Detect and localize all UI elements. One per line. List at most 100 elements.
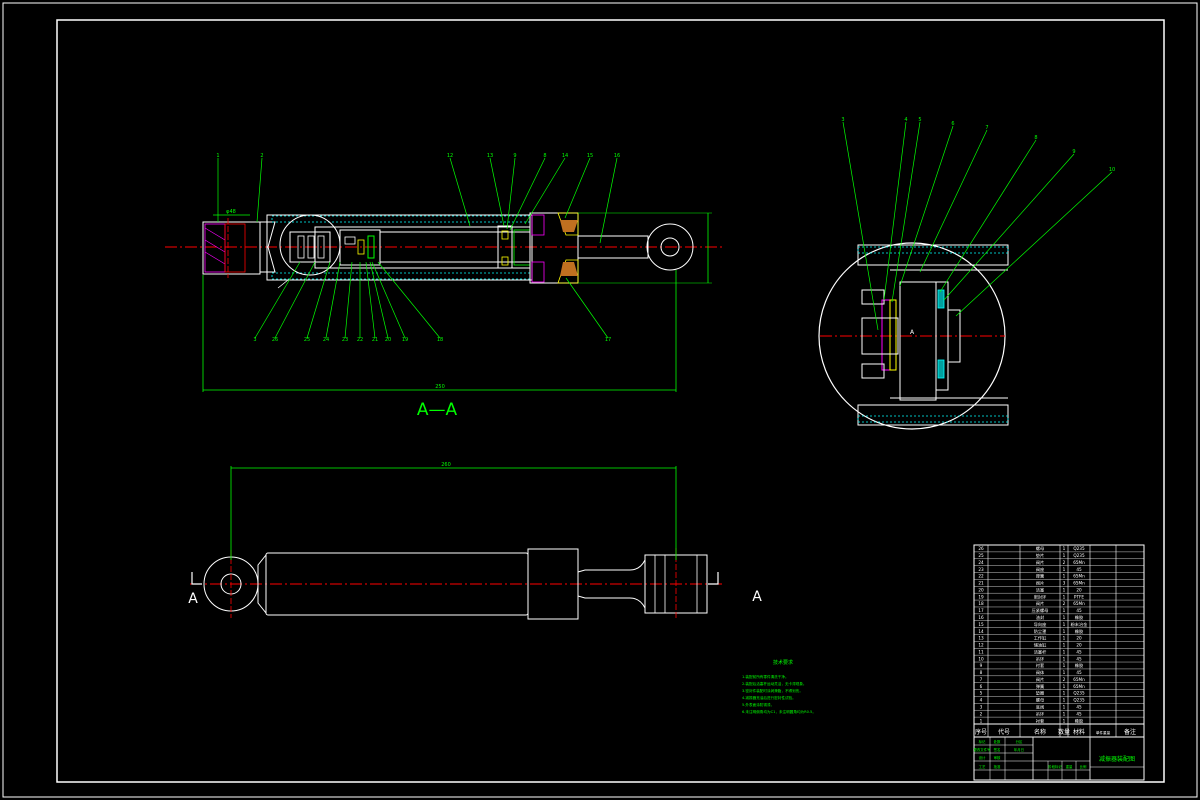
title-cell: 审核: [994, 755, 1001, 760]
bom-cell: 垫圈: [1036, 690, 1044, 697]
detail-wall-bottom: [857, 404, 1009, 426]
bom-cell: 6: [980, 684, 983, 689]
title-cell: 更改文件号: [974, 747, 992, 752]
bom-cell: 活塞杆: [1034, 648, 1047, 655]
bom-cell: 2: [1063, 560, 1066, 565]
bom-cell: 1: [1063, 622, 1066, 627]
balloon: 7: [985, 125, 988, 131]
notes-title: 技术要求: [773, 659, 793, 666]
hatch-line: [204, 251, 226, 265]
outer-cylinder-wall-top: [271, 215, 531, 223]
outer-view: 260 A A: [188, 462, 762, 620]
bom-cell: 1: [1063, 567, 1066, 572]
bom-cell: 螺母: [1036, 545, 1044, 552]
bom-header-cell: 数量: [1058, 728, 1070, 736]
note-line: 6.未注明倒角均为C1，未注明圆角均为R0.5。: [742, 709, 816, 714]
technical-notes: 技术要求 1.装配前所有零件清洗干净。 2.装配后活塞杆运动灵活，无卡滞现象。 …: [742, 659, 816, 714]
bom-cell: 阀体: [1036, 669, 1045, 676]
note-line: 2.装配后活塞杆运动灵活，无卡滞现象。: [742, 681, 807, 686]
valve-part: [317, 235, 325, 259]
hatch-line: [204, 227, 226, 241]
outer-cylinder-wall-bottom: [271, 272, 531, 280]
balloon: 24: [323, 337, 329, 343]
title-frame: [973, 736, 1145, 781]
bom-cell: 65Mn: [1073, 574, 1085, 579]
balloon: 26: [272, 337, 278, 343]
bom-cell: 20: [1076, 636, 1082, 641]
bom-cell: 65Mn: [1073, 677, 1085, 682]
title-block: 减振器装配图 标记处数分区更改文件号签名年月日设计审核工艺批准阶段标记重量比例: [973, 736, 1145, 781]
piston-rod: [577, 235, 649, 259]
bom-cell: 阀片: [1036, 559, 1044, 566]
title-small-cells: 标记处数分区更改文件号签名年月日设计审核工艺批准阶段标记重量比例: [974, 739, 1087, 769]
note-line: 1.装配前所有零件清洗干净。: [742, 674, 789, 679]
bom-cell: 1: [1063, 691, 1066, 696]
bom-cell: 阀片: [1036, 676, 1044, 683]
bom-cell: 25: [978, 553, 984, 558]
bom-cell: 23: [978, 567, 984, 572]
bom-cell: 20: [1076, 587, 1082, 592]
balloon: 9: [1072, 149, 1075, 155]
bom-cell: 橡胶: [1075, 717, 1083, 724]
detail-ring: [937, 359, 945, 379]
title-cell: 工艺: [979, 764, 986, 769]
bom-cell: 18: [978, 601, 984, 606]
bom-cell: 弹簧: [1036, 573, 1044, 580]
dim-outer-length-text: 260: [441, 462, 451, 468]
bom-cell: 密封环: [1034, 593, 1047, 600]
bom-header-cell: 序号: [975, 728, 987, 736]
section-leader: [277, 279, 289, 289]
bom-cell: 储油缸: [1034, 642, 1047, 649]
bom-cell: 1: [1063, 594, 1066, 599]
bom-cell: 45: [1076, 567, 1082, 572]
detail-valve-nut: [947, 309, 961, 363]
piston-ring: [367, 235, 375, 259]
bom-cell: 11: [978, 649, 984, 654]
bom-cell: 8: [980, 670, 983, 675]
piston-seal: [357, 239, 365, 255]
balloon: 19: [402, 337, 408, 343]
right-eye-outer: [646, 223, 694, 271]
balloon: 8: [1034, 135, 1037, 141]
bom-cell: 吊环: [1036, 656, 1044, 662]
bom-cell: 压紧螺母: [1032, 607, 1049, 614]
bom-cell: 橡胶: [1075, 628, 1083, 635]
drawing-title: 减振器装配图: [1099, 755, 1135, 763]
bom-cell: 22: [978, 574, 984, 579]
bom-cell: 活塞: [1036, 586, 1045, 593]
detail-label: A: [910, 329, 915, 336]
detail-view: A 3 4 5 6 7 8 9 10: [818, 117, 1115, 430]
bom-cell: 1: [1063, 615, 1066, 620]
balloon: 14: [562, 153, 568, 159]
detail-spring-seat: [861, 363, 885, 379]
bom-header-cell: 代号: [998, 728, 1010, 736]
balloon: 6: [951, 121, 954, 127]
balloon: 16: [614, 153, 620, 159]
title-cell: 比例: [1080, 764, 1087, 769]
bom-cell: 14: [978, 629, 984, 634]
bom-cell: 1: [1063, 718, 1066, 723]
detail-wall-hatch: [857, 415, 1009, 423]
bom-cell: 底阀: [1036, 704, 1044, 711]
balloon: 8: [543, 153, 546, 159]
bom-cell: 65Mn: [1073, 581, 1085, 586]
balloon: 13: [487, 153, 493, 159]
rod-guide: [497, 225, 513, 269]
bom-cell: 1: [1063, 643, 1066, 648]
detail-core: [861, 317, 899, 355]
bom-cell: 1: [1063, 574, 1066, 579]
balloon: 10: [1109, 167, 1115, 173]
balloon: 22: [357, 337, 363, 343]
detail-disc: [881, 299, 891, 371]
detail-valve-body: [899, 281, 937, 401]
bom-cell: 45: [1076, 649, 1082, 654]
balloon: 1: [216, 153, 219, 159]
title-cell: 签名: [994, 747, 1001, 752]
note-line: 5.外表面涂防锈漆。: [742, 702, 774, 707]
bom-cell: 3: [1063, 581, 1066, 586]
bom-cell: 1: [1063, 649, 1066, 654]
valve-part: [297, 235, 305, 259]
balloon: 9: [513, 153, 516, 159]
